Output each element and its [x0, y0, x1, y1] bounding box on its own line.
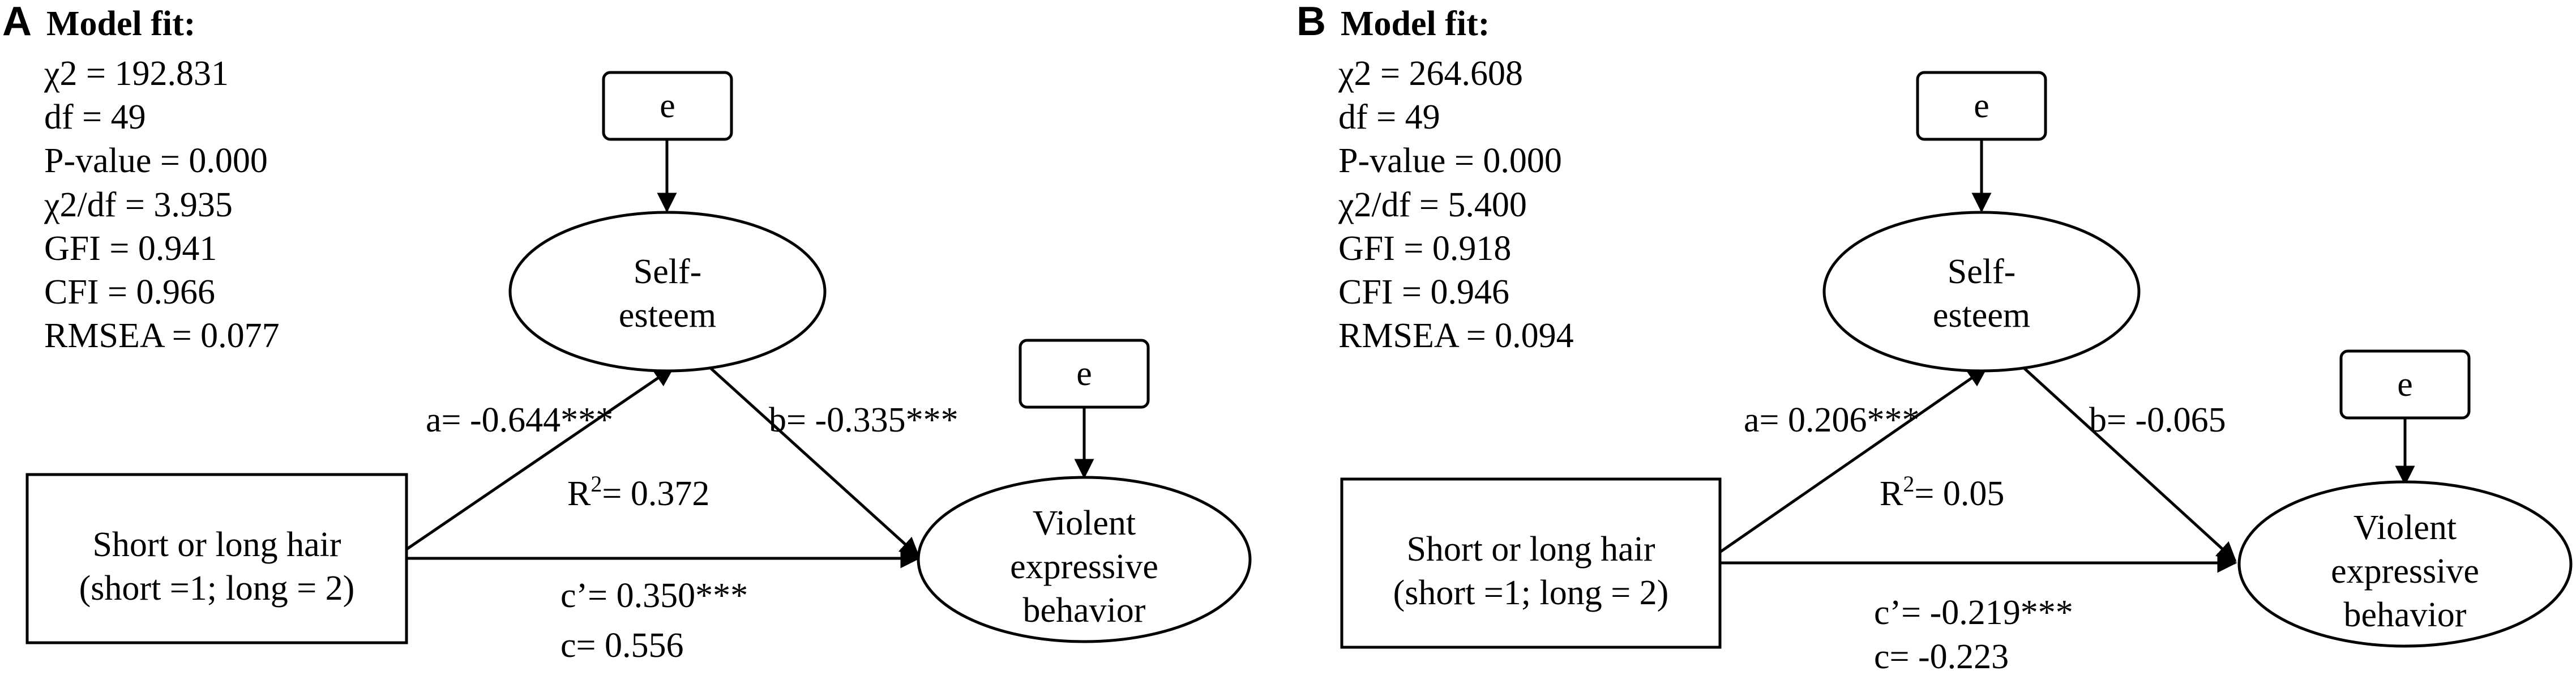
panel-b-mediator-ellipse: [1822, 211, 2141, 373]
panel-a-path-a-label: a= -0.644***: [426, 401, 613, 439]
panel-b-r2-label: R2= 0.05: [1880, 471, 2004, 513]
panel-b-fit-gfi: GFI = 0.918: [1338, 229, 1511, 268]
panel-a-fit-cfi: CFI = 0.966: [44, 273, 215, 311]
panel-a-predictor-box: [25, 473, 408, 644]
panel-b-letter: B: [1296, 0, 1326, 44]
panel-b-r2-superscript: 2: [1903, 471, 1914, 497]
panel-b-error-box-right: [2339, 349, 2471, 420]
panel-a-path-b-arrow: [709, 367, 920, 558]
panel-b-path-a-arrow: [1719, 366, 1988, 554]
panel-a-error-box-right: [1019, 339, 1150, 409]
panel-a-outcome-ellipse: [917, 476, 1252, 643]
panel-a-r2-superscript: 2: [590, 471, 602, 497]
panel-b-fit-chi2df: χ2/df = 5.400: [1338, 186, 1527, 224]
panel-b-mediator-line1: Self-: [1948, 253, 2016, 291]
panel-a-mediator-ellipse: [508, 211, 827, 373]
panel-b-path-c-label: c= -0.223: [1874, 638, 2009, 675]
panel-a-fit-chi2: χ2 = 192.831: [44, 54, 229, 93]
panel-b-path-a-label: a= 0.206***: [1744, 401, 1919, 439]
panel-a-outcome-line1: Violent: [1033, 504, 1136, 542]
panel-a-error-right-label: e: [1076, 354, 1092, 393]
panel-a-fit-title: Model fit:: [46, 5, 195, 43]
panel-b-r2-value: = 0.05: [1914, 475, 2004, 513]
panel-b-error-box-top: [1916, 71, 2047, 141]
panel-a-fit-chi2df: χ2/df = 3.935: [44, 186, 233, 224]
panel-a-outcome-line3: behavior: [1023, 591, 1146, 630]
panel-a-path-a-arrow: [405, 366, 674, 551]
panel-a-error-top-label: e: [660, 87, 675, 125]
panel-b-fit-df: df = 49: [1338, 98, 1440, 136]
panel-a-mediator-line2: esteem: [619, 296, 716, 335]
panel-b-outcome-ellipse: [2237, 480, 2573, 648]
panel-a-r2-value: = 0.372: [602, 475, 709, 513]
panel-a-mediator-line1: Self-: [634, 253, 702, 291]
panel-a-r2-prefix: R: [567, 475, 591, 513]
panel-a-predictor-line2: (short =1; long = 2): [79, 569, 355, 608]
panel-a-fit-pvalue: P-value = 0.000: [44, 142, 268, 180]
panel-b-mediator-line2: esteem: [1933, 296, 2030, 335]
panel-b-path-b-arrow: [2023, 367, 2237, 562]
panel-b-fit-rmsea: RMSEA = 0.094: [1338, 317, 1574, 355]
panel-b-fit-stats: χ2 = 264.608 df = 49 P-value = 0.000 χ2/…: [1338, 54, 1574, 355]
panel-a-fit-gfi: GFI = 0.941: [44, 229, 217, 268]
panel-a-path-b-label: b= -0.335***: [769, 401, 958, 439]
panel-a-fit-rmsea: RMSEA = 0.077: [44, 317, 280, 355]
panel-b-predictor-line2: (short =1; long = 2): [1393, 574, 1669, 612]
panel-a-path-c-prime-label: c’= 0.350***: [560, 576, 748, 615]
panel-a-outcome-line2: expressive: [1010, 548, 1158, 586]
panel-b-r2-prefix: R: [1880, 475, 1903, 513]
panel-b: B Model fit: χ2 = 264.608 df = 49 P-valu…: [1296, 0, 2573, 675]
panel-b-fit-cfi: CFI = 0.946: [1338, 273, 1509, 311]
panel-b-fit-title: Model fit:: [1341, 5, 1490, 43]
panel-b-error-top-label: e: [1974, 87, 1989, 125]
panel-a-fit-df: df = 49: [44, 98, 146, 136]
panel-a-r2-label: R2= 0.372: [567, 471, 709, 513]
panel-a-fit-stats: χ2 = 192.831 df = 49 P-value = 0.000 χ2/…: [44, 54, 280, 355]
panel-b-path-b-label: b= -0.065: [2089, 401, 2226, 439]
panel-a-letter: A: [2, 0, 32, 44]
panel-a: A Model fit: χ2 = 192.831 df = 49 P-valu…: [2, 0, 1252, 665]
panel-b-predictor-box: [1340, 477, 1722, 649]
panel-b-fit-chi2: χ2 = 264.608: [1338, 54, 1523, 93]
panel-b-predictor-line1: Short or long hair: [1406, 530, 1655, 569]
panel-b-error-right-label: e: [2397, 365, 2413, 404]
panel-b-outcome-line1: Violent: [2354, 509, 2457, 547]
panel-b-path-c-prime-label: c’= -0.219***: [1874, 593, 2073, 632]
panel-b-fit-pvalue: P-value = 0.000: [1338, 142, 1562, 180]
panel-a-path-c-label: c= 0.556: [560, 626, 683, 665]
panel-a-error-box-top: [602, 71, 733, 141]
panel-a-predictor-line1: Short or long hair: [92, 526, 341, 564]
panel-b-outcome-line3: behavior: [2344, 596, 2467, 634]
panel-b-outcome-line2: expressive: [2331, 552, 2479, 591]
